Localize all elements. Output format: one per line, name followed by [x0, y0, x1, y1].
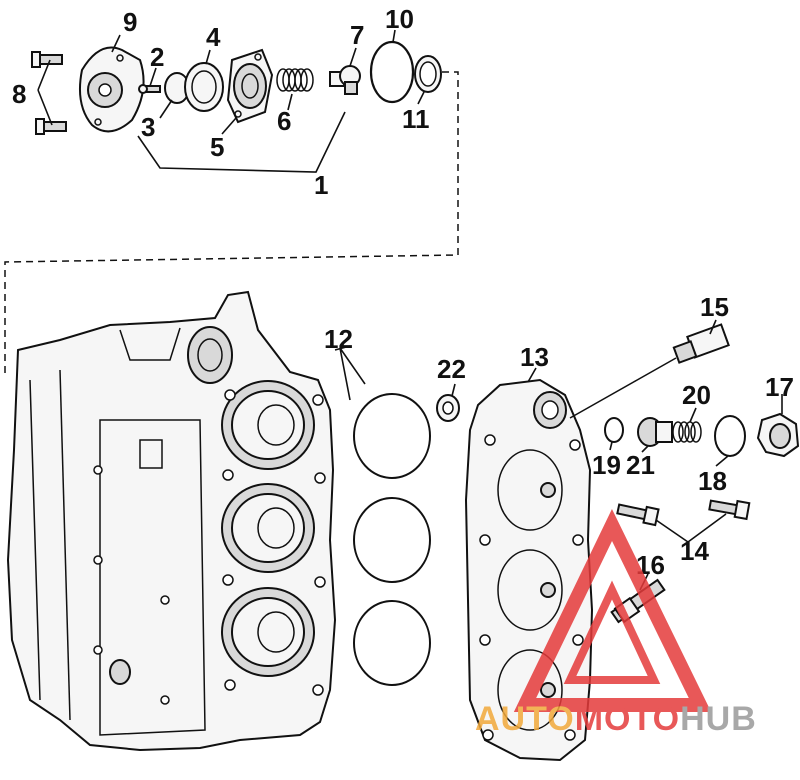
callout-6: 6 — [277, 106, 291, 136]
dashed-group-outline — [4, 71, 459, 378]
watermark-triangle-icon — [513, 508, 712, 712]
block-bolt-holes — [93, 389, 326, 705]
callout-2: 2 — [150, 42, 164, 72]
watermark-logo: AUTOMOTOHUB — [475, 508, 757, 738]
callout-14: 14 — [680, 536, 709, 566]
leader-lines-top — [37, 29, 425, 173]
bolt-14-left — [616, 503, 660, 527]
thermostat-cover-9 — [79, 46, 145, 133]
gasket-set-12 — [353, 393, 431, 686]
temp-sensor-15 — [569, 323, 730, 419]
gasket-12-upper — [353, 393, 431, 479]
leader-lines-bottom — [334, 319, 783, 591]
cap-17 — [756, 412, 800, 458]
bolt-14-right — [708, 499, 751, 521]
spring-20 — [672, 421, 702, 443]
seal-11 — [414, 55, 442, 93]
watermark-text: AUTOMOTOHUB — [475, 700, 757, 738]
cylinder-head-13 — [464, 378, 594, 762]
callout-4: 4 — [206, 22, 221, 52]
housing-5 — [226, 48, 274, 124]
washer-22 — [436, 394, 460, 422]
callout-17: 17 — [765, 372, 794, 402]
bolt-8-lower — [35, 118, 67, 135]
watermark-part-moto: MOTO — [575, 700, 680, 738]
gasket-12-lower — [353, 600, 431, 686]
thermostat-21 — [637, 417, 673, 447]
o-ring-10 — [369, 40, 415, 104]
callout-5: 5 — [210, 132, 224, 162]
valve-7 — [329, 65, 361, 95]
callout-7: 7 — [350, 20, 364, 50]
cylinder-bore-1 — [221, 380, 315, 470]
cylinder-bore-2 — [221, 483, 315, 573]
callout-15: 15 — [700, 292, 729, 322]
callout-11: 11 — [402, 104, 430, 134]
callout-22: 22 — [437, 354, 466, 384]
watermark-part-auto: AUTO — [475, 700, 575, 738]
watermark-part-hub: HUB — [680, 700, 757, 738]
callout-21: 21 — [626, 450, 655, 480]
callout-1: 1 — [314, 170, 328, 200]
callout-18: 18 — [698, 466, 727, 496]
callout-9: 9 — [123, 7, 137, 37]
thermostat-assembly — [31, 40, 442, 135]
callout-labels: 1 2 3 4 5 6 7 8 9 10 11 12 13 14 15 16 1… — [12, 4, 794, 580]
washer-19 — [604, 417, 624, 443]
callout-3: 3 — [141, 112, 155, 142]
cylinder-bore-3 — [221, 587, 315, 677]
callout-20: 20 — [682, 380, 711, 410]
callout-19: 19 — [592, 450, 621, 480]
callout-10: 10 — [385, 4, 414, 34]
callout-13: 13 — [520, 342, 549, 372]
bolt-8-upper — [31, 51, 63, 68]
cylinder-block — [6, 290, 337, 752]
callout-8: 8 — [12, 79, 26, 109]
o-ring-18 — [714, 415, 746, 457]
callout-12: 12 — [324, 324, 353, 354]
diaphragm-4 — [184, 62, 224, 112]
screw-2 — [138, 84, 161, 94]
spring-6 — [276, 68, 314, 92]
gasket-12-middle — [353, 497, 431, 583]
